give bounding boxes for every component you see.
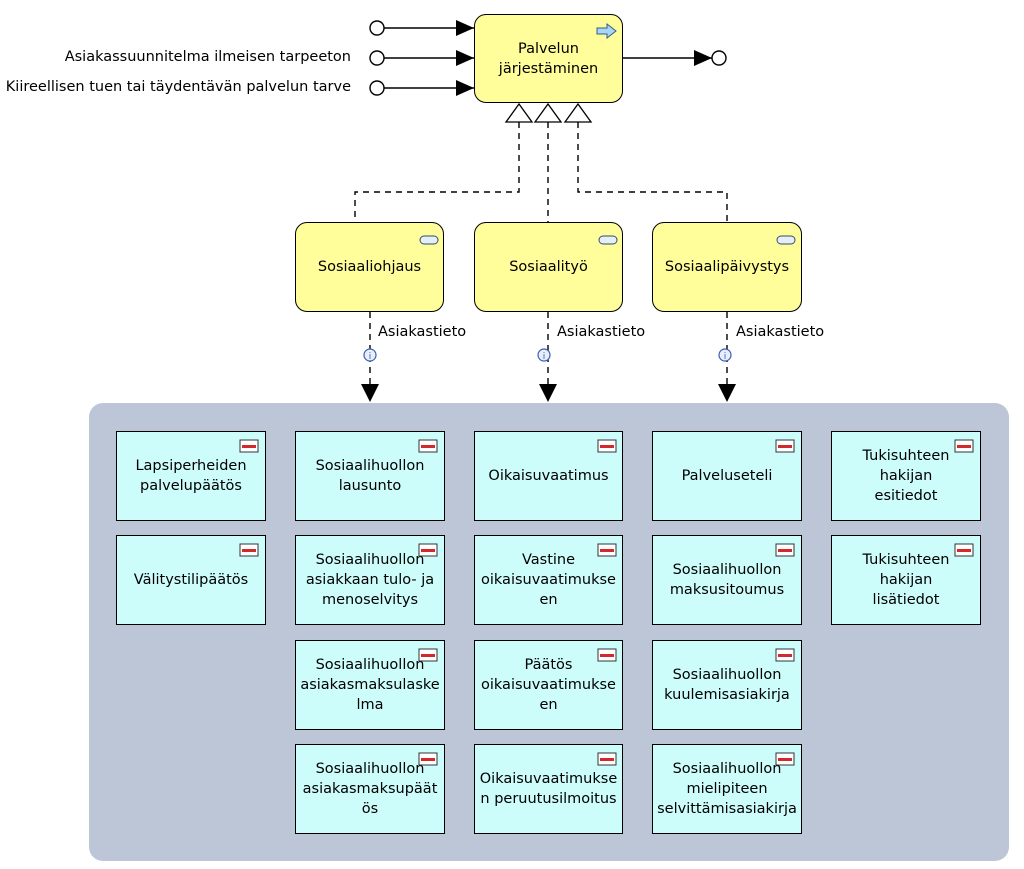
business-object-icon — [418, 752, 438, 766]
object-title: Oikaisuvaatimus — [488, 468, 609, 484]
business-object[interactable]: Sosiaalihuollon mielipiteen selvittämisa… — [652, 744, 802, 834]
function-node-sosiaalityo[interactable]: Sosiaalityö — [474, 222, 623, 312]
object-title: Palveluseteli — [681, 468, 773, 484]
business-object-icon — [954, 439, 974, 453]
object-title: Oikaisuvaatimuksen peruutusilmoitus — [479, 771, 618, 807]
function-pill-icon — [419, 235, 439, 245]
business-object[interactable]: Välitystilipäätös — [116, 535, 266, 625]
input-label-2: Asiakassuunnitelma ilmeisen tarpeeton — [64, 49, 351, 65]
realization-lines — [354, 122, 728, 222]
function-title: Sosiaaliohjaus — [317, 259, 422, 275]
flow-label: Asiakastieto — [736, 324, 825, 340]
information-flow-icon: i — [363, 348, 377, 362]
flow-label: Asiakastieto — [378, 324, 467, 340]
object-title: Tukisuhteen hakijan lisätiedot — [862, 552, 950, 608]
function-title: Sosiaalipäivystys — [664, 259, 790, 275]
object-title: Päätös oikaisuvaatimukseen — [481, 657, 616, 713]
business-object[interactable]: Palveluseteli — [652, 431, 802, 521]
business-object-icon — [775, 543, 795, 557]
object-title: Tukisuhteen hakijan esitiedot — [862, 448, 950, 504]
business-object-icon — [597, 439, 617, 453]
object-title: Sosiaalihuollon asiakasmaksupäätös — [302, 761, 438, 817]
svg-text:i: i — [369, 352, 372, 362]
business-object[interactable]: Sosiaalihuollon asiakasmaksulaskelma — [295, 640, 445, 730]
function-node-sosiaalipaivystys[interactable]: Sosiaalipäivystys — [652, 222, 802, 312]
function-pill-icon — [598, 235, 618, 245]
business-object-icon — [597, 543, 617, 557]
business-object-icon — [239, 439, 259, 453]
business-object-icon — [418, 439, 438, 453]
business-object[interactable]: Sosiaalihuollon maksusitoumus — [652, 535, 802, 625]
input-connector-2[interactable] — [369, 50, 474, 66]
business-object[interactable]: Lapsiperheiden palvelupäätös — [116, 431, 266, 521]
business-object[interactable]: Oikaisuvaatimuksen peruutusilmoitus — [474, 744, 623, 834]
business-object[interactable]: Päätös oikaisuvaatimukseen — [474, 640, 623, 730]
output-connector[interactable] — [623, 50, 727, 66]
svg-text:i: i — [543, 352, 546, 362]
business-object[interactable]: Sosiaalihuollon lausunto — [295, 431, 445, 521]
function-title: Sosiaalityö — [509, 259, 588, 275]
business-object-icon — [775, 439, 795, 453]
object-title: Lapsiperheiden palvelupäätös — [135, 458, 247, 494]
object-title: Sosiaalihuollon mielipiteen selvittämisa… — [657, 761, 797, 817]
business-object[interactable]: Oikaisuvaatimus — [474, 431, 623, 521]
function-pill-icon — [776, 235, 796, 245]
flow-label: Asiakastieto — [557, 324, 646, 340]
business-object-icon — [418, 648, 438, 662]
process-node[interactable]: Palvelun järjestäminen — [474, 14, 623, 103]
business-object-icon — [597, 648, 617, 662]
business-object-icon — [954, 543, 974, 557]
input-connector-1[interactable] — [369, 20, 474, 36]
object-title: Sosiaalihuollon asiakkaan tulo- ja menos… — [305, 552, 435, 608]
business-object-icon — [775, 648, 795, 662]
business-object[interactable]: Tukisuhteen hakijan lisätiedot — [831, 535, 981, 625]
business-object[interactable]: Sosiaalihuollon asiakasmaksupäätös — [295, 744, 445, 834]
business-object[interactable]: Tukisuhteen hakijan esitiedot — [831, 431, 981, 521]
object-title: Sosiaalihuollon asiakasmaksulaskelma — [300, 657, 440, 713]
business-object[interactable]: Sosiaalihuollon kuulemisasiakirja — [652, 640, 802, 730]
business-object-icon — [775, 752, 795, 766]
input-connector-3[interactable] — [369, 80, 474, 96]
object-title: Vastine oikaisuvaatimukseen — [481, 552, 616, 608]
business-object-icon — [597, 752, 617, 766]
information-flow-icon: i — [718, 348, 732, 362]
business-object[interactable]: Vastine oikaisuvaatimukseen — [474, 535, 623, 625]
input-label-3: Kiireellisen tuen tai täydentävän palvel… — [5, 79, 351, 95]
flow-arrowheads — [361, 384, 736, 402]
business-object-icon — [418, 543, 438, 557]
realization-triangles — [504, 102, 593, 123]
object-title: Sosiaalihuollon maksusitoumus — [669, 562, 785, 598]
information-flow-icon: i — [537, 348, 551, 362]
svg-text:i: i — [724, 352, 727, 362]
business-object-icon — [239, 543, 259, 557]
business-object[interactable]: Sosiaalihuollon asiakkaan tulo- ja menos… — [295, 535, 445, 625]
object-title: Sosiaalihuollon lausunto — [315, 458, 425, 494]
object-title: Välitystilipäätös — [133, 572, 249, 588]
object-title: Sosiaalihuollon kuulemisasiakirja — [664, 667, 790, 703]
function-node-sosiaaliohjaus[interactable]: Sosiaaliohjaus — [295, 222, 444, 312]
process-title: Palvelun järjestäminen — [498, 40, 599, 77]
process-arrow-icon — [596, 23, 617, 39]
